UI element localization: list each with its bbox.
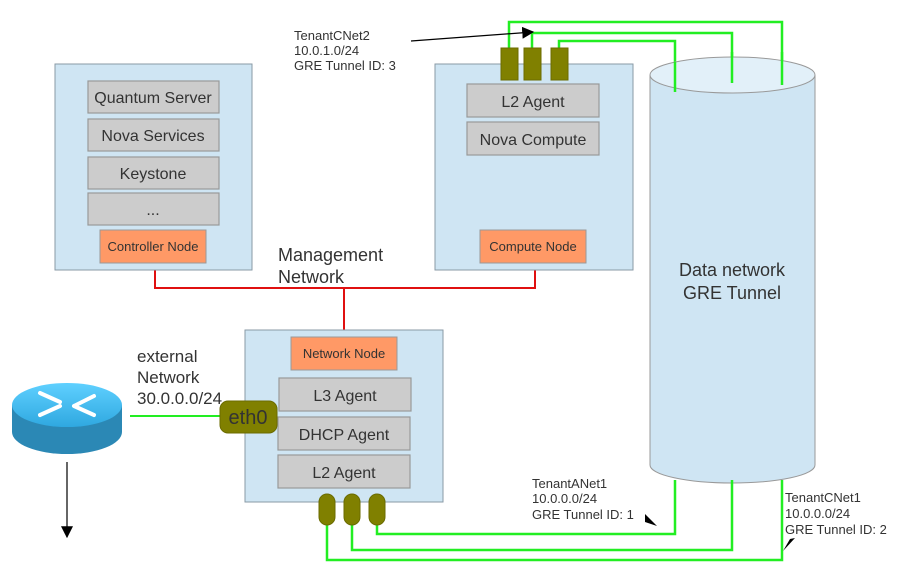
tunnel-line	[557, 39, 677, 72]
tenant-label: GRE Tunnel ID: 3	[294, 58, 396, 73]
service-label: Nova Services	[101, 128, 204, 145]
tunnel-line	[375, 480, 677, 536]
tunnel-line	[350, 480, 734, 552]
tenant-label: TenantANet1	[532, 476, 607, 491]
service-l2-agent	[277, 454, 411, 489]
tenant-label: 10.0.0.0/24	[532, 491, 597, 506]
tenant-label: TenantCNet1	[785, 490, 861, 505]
service-quantum-server	[87, 80, 220, 114]
management-label: Network	[278, 267, 345, 287]
data-network-label: GRE Tunnel	[683, 283, 781, 303]
tenant-label: GRE Tunnel ID: 2	[785, 522, 887, 537]
service-label: DHCP Agent	[299, 427, 390, 444]
service-label: L3 Agent	[313, 388, 377, 405]
arrow	[783, 538, 795, 551]
external-label: 30.0.0.0/24	[137, 389, 222, 408]
tunnel-line	[673, 52, 784, 92]
eth0-label: eth0	[229, 407, 268, 429]
compute-node: L2 Agent Nova Compute Compute Node	[434, 63, 634, 271]
arrow	[410, 26, 535, 42]
management-label: Management	[278, 245, 383, 265]
eth0-port	[219, 400, 278, 434]
service-label: Nova Compute	[480, 132, 587, 149]
network-port	[343, 493, 361, 526]
compute-port	[550, 47, 569, 81]
arrow	[645, 514, 657, 526]
tunnel-line	[507, 20, 784, 72]
network-port	[368, 493, 386, 526]
compute-port	[500, 47, 519, 81]
data-network-cylinder: Data network GRE Tunnel	[649, 56, 816, 484]
external-label: Network	[137, 368, 200, 387]
service-label: Quantum Server	[94, 90, 212, 107]
network-node: Network Node L3 Agent DHCP Agent L2 Agen…	[244, 329, 444, 503]
external-label: external	[137, 347, 197, 366]
network-port	[318, 493, 336, 526]
role-label: Compute Node	[489, 239, 576, 254]
role-label: Network Node	[303, 346, 385, 361]
router-icon	[12, 383, 122, 454]
tenant-label: GRE Tunnel ID: 1	[532, 507, 634, 522]
service-keystone	[87, 156, 220, 190]
controller-node: Quantum Server Nova Services Keystone ..…	[54, 63, 253, 271]
tunnel-line	[325, 480, 784, 562]
role-label: Controller Node	[107, 239, 198, 254]
service-label: ...	[146, 202, 159, 219]
tenant-label: TenantCNet2	[294, 28, 370, 43]
service-label: L2 Agent	[501, 94, 565, 111]
service-nova-compute	[466, 121, 600, 156]
tenant-label: 10.0.1.0/24	[294, 43, 359, 58]
service-l2-agent	[466, 83, 600, 118]
service-more	[87, 192, 220, 226]
service-label: Keystone	[120, 166, 187, 183]
service-dhcp-agent	[277, 416, 411, 451]
data-network-label: Data network	[679, 260, 786, 280]
compute-port	[523, 47, 542, 81]
service-nova-services	[87, 118, 220, 152]
service-l3-agent	[278, 377, 412, 412]
management-network-line	[154, 270, 536, 289]
tenant-label: 10.0.0.0/24	[785, 506, 850, 521]
service-label: L2 Agent	[312, 465, 376, 482]
